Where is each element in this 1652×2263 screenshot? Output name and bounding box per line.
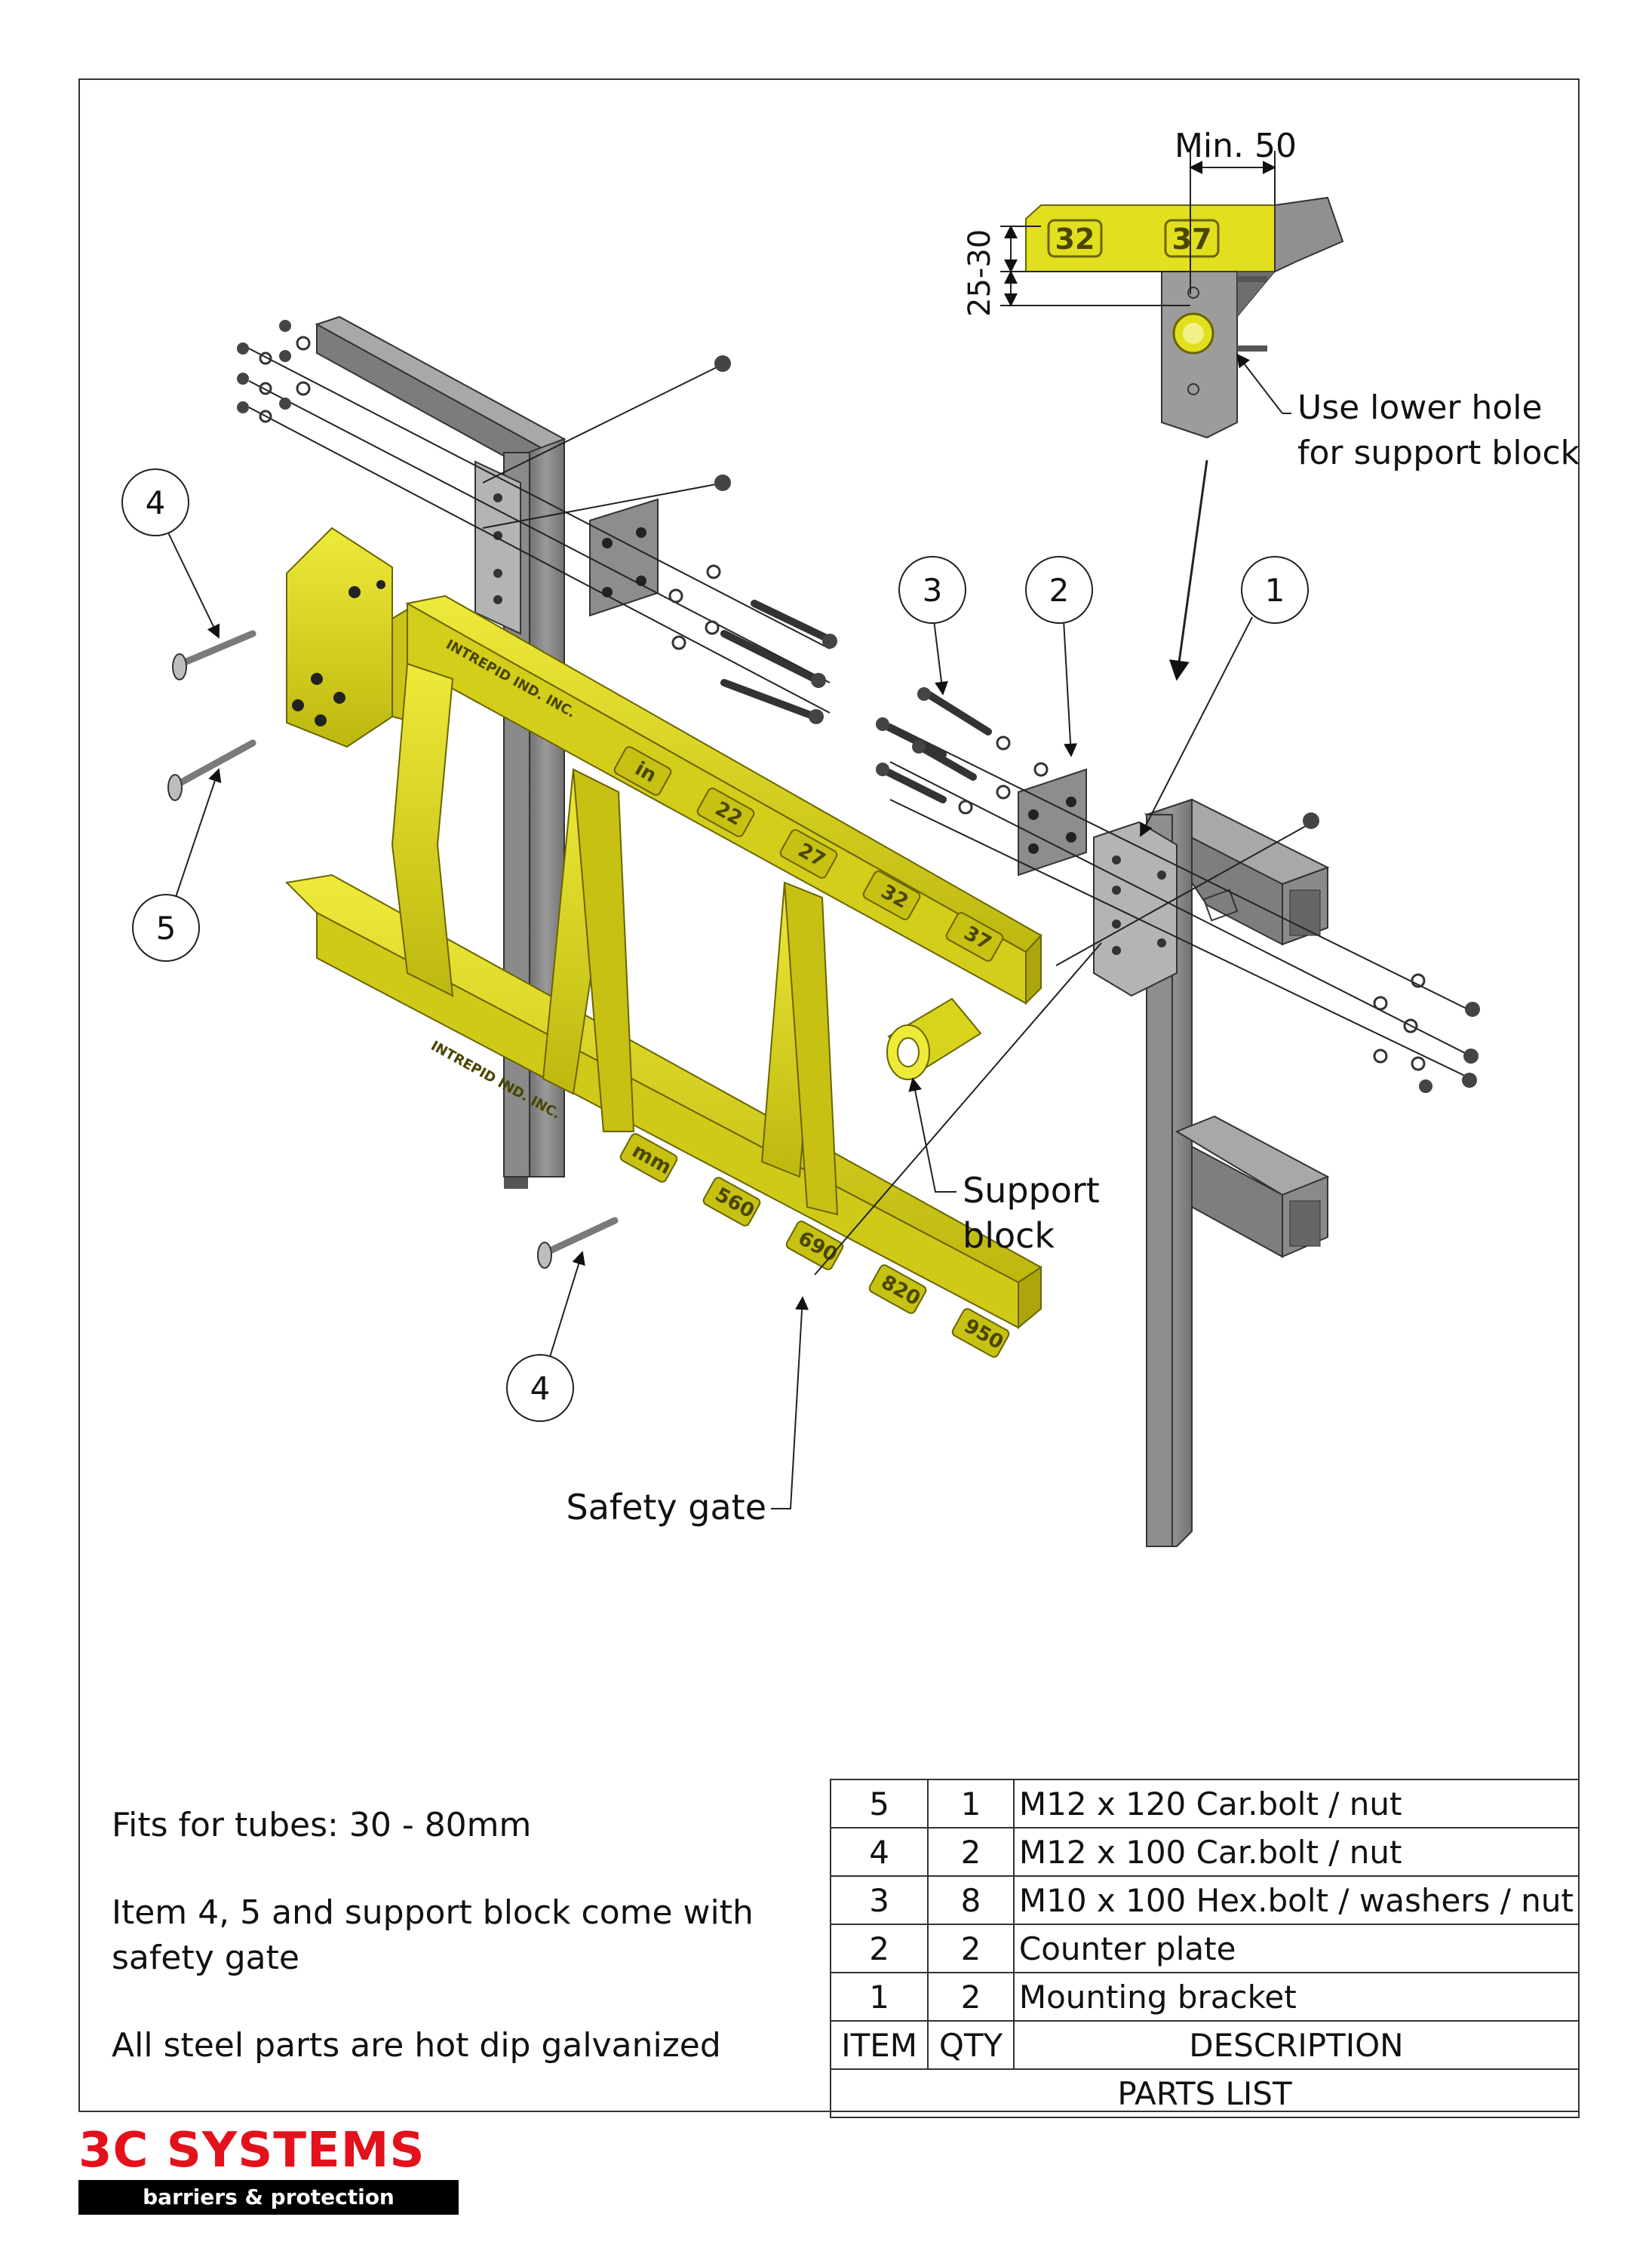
item-cell: 4 bbox=[829, 1827, 929, 1877]
qty-cell: 2 bbox=[927, 1924, 1015, 1973]
callout-item-1: 1 bbox=[1140, 556, 1309, 837]
detail-view: 32 37 Min. 50 25-30 Use lower hole for s… bbox=[963, 127, 1580, 681]
description-cell: M12 x 100 Car.bolt / nut bbox=[1012, 1827, 1580, 1877]
qty-cell: 2 bbox=[927, 1972, 1015, 2022]
item-cell: 2 bbox=[829, 1924, 929, 1973]
left-bolt-lines bbox=[248, 348, 831, 714]
callout-item-4-top: 4 bbox=[121, 468, 220, 639]
scale-pocket bbox=[696, 788, 755, 837]
qty-cell: 8 bbox=[927, 1875, 1015, 1925]
left-counter-plate bbox=[589, 498, 659, 617]
safety-gate: INTREPID IND. INC. INTREPID IND. INC. in… bbox=[284, 527, 1042, 1358]
left-mounting-bracket bbox=[474, 460, 521, 635]
description-cell: Mounting bracket bbox=[1012, 1972, 1580, 2022]
table-row: 4 2 M12 x 100 Car.bolt / nut bbox=[829, 1827, 1580, 1877]
item-cell: 1 bbox=[829, 1972, 929, 2022]
detail-height-label: 25-30 bbox=[963, 229, 997, 317]
description-cell: M12 x 120 Car.bolt / nut bbox=[1012, 1779, 1580, 1829]
logo-brand: 3C SYSTEMS bbox=[78, 2123, 425, 2179]
callout-item-4-bottom: 4 bbox=[506, 1251, 585, 1422]
description-cell: Counter plate bbox=[1012, 1924, 1580, 1973]
scale-pocket bbox=[862, 871, 921, 920]
header-qty: QTY bbox=[927, 2020, 1015, 2070]
callout-item-5: 5 bbox=[132, 768, 222, 962]
right-fasteners bbox=[876, 687, 1480, 1093]
detail-tag-37: 37 bbox=[1172, 223, 1212, 256]
support-block bbox=[886, 997, 982, 1080]
header-item: ITEM bbox=[829, 2020, 929, 2070]
support-block-label-group: Support block bbox=[908, 1077, 1100, 1256]
carriage-bolts bbox=[167, 630, 619, 1269]
scale-pocket bbox=[868, 1264, 927, 1314]
detail-note-line1: Use lower hole bbox=[1297, 388, 1543, 427]
header-description: DESCRIPTION bbox=[1012, 2020, 1580, 2070]
scale-pocket bbox=[702, 1177, 761, 1227]
callout-5-label: 5 bbox=[156, 910, 177, 947]
table-row: 2 2 Counter plate bbox=[829, 1924, 1580, 1973]
description-cell: M10 x 100 Hex.bolt / washers / nut bbox=[1012, 1875, 1580, 1925]
table-header-row: ITEM QTY DESCRIPTION bbox=[829, 2020, 1580, 2070]
callout-3-label: 3 bbox=[923, 572, 943, 609]
scale-pocket bbox=[779, 829, 838, 879]
parts-list-title: PARTS LIST bbox=[830, 2068, 1580, 2118]
qty-cell: 2 bbox=[927, 1827, 1015, 1877]
support-block-label-line1: Support bbox=[963, 1170, 1100, 1211]
item-cell: 3 bbox=[829, 1875, 929, 1925]
note-tube-fit: Fits for tubes: 30 - 80mm bbox=[112, 1806, 532, 1844]
callout-4-top-label: 4 bbox=[146, 484, 166, 521]
item-cell: 5 bbox=[829, 1779, 929, 1829]
scale-pocket bbox=[945, 912, 1004, 962]
callout-item-3: 3 bbox=[898, 556, 966, 695]
safety-gate-label-group: Safety gate bbox=[567, 1296, 809, 1528]
callout-2-label: 2 bbox=[1049, 572, 1070, 609]
right-mounting-bracket bbox=[1093, 821, 1178, 997]
note-included-items: Item 4, 5 and support block come with sa… bbox=[112, 1893, 754, 1977]
support-block-label-line2: block bbox=[963, 1215, 1055, 1256]
table-title-row: PARTS LIST bbox=[830, 2068, 1580, 2118]
detail-min-label: Min. 50 bbox=[1175, 127, 1297, 165]
callout-1-label: 1 bbox=[1265, 572, 1285, 609]
note-galvanized: All steel parts are hot dip galvanized bbox=[112, 2026, 721, 2065]
company-logo: 3C SYSTEMS barriers & protection bbox=[78, 2126, 459, 2219]
table-row: 1 2 Mounting bracket bbox=[829, 1972, 1580, 2022]
scale-pocket bbox=[619, 1133, 678, 1183]
drawing-frame bbox=[78, 78, 1580, 2112]
detail-note-line2: for support block bbox=[1297, 434, 1580, 472]
callouts: 4 5 4 3 2 1 bbox=[121, 468, 1309, 1422]
logo-tagline: barriers & protection bbox=[78, 2180, 459, 2215]
callout-item-2: 2 bbox=[1025, 556, 1093, 757]
callout-4-bottom-label: 4 bbox=[530, 1370, 551, 1407]
left-fasteners bbox=[237, 320, 837, 724]
table-row: 5 1 M12 x 120 Car.bolt / nut bbox=[829, 1779, 1580, 1829]
table-row: 3 8 M10 x 100 Hex.bolt / washers / nut bbox=[829, 1875, 1580, 1925]
general-notes: Fits for tubes: 30 - 80mm Item 4, 5 and … bbox=[112, 1803, 775, 2111]
detail-tag-32: 32 bbox=[1055, 223, 1095, 256]
right-bolt-lines bbox=[814, 723, 1472, 1276]
scale-pocket bbox=[951, 1308, 1010, 1358]
qty-cell: 1 bbox=[927, 1779, 1015, 1829]
scale-pocket bbox=[613, 746, 672, 796]
safety-gate-label: Safety gate bbox=[567, 1487, 767, 1528]
parts-list-table: 5 1 M12 x 120 Car.bolt / nut 4 2 M12 x 1… bbox=[829, 1779, 1580, 2118]
